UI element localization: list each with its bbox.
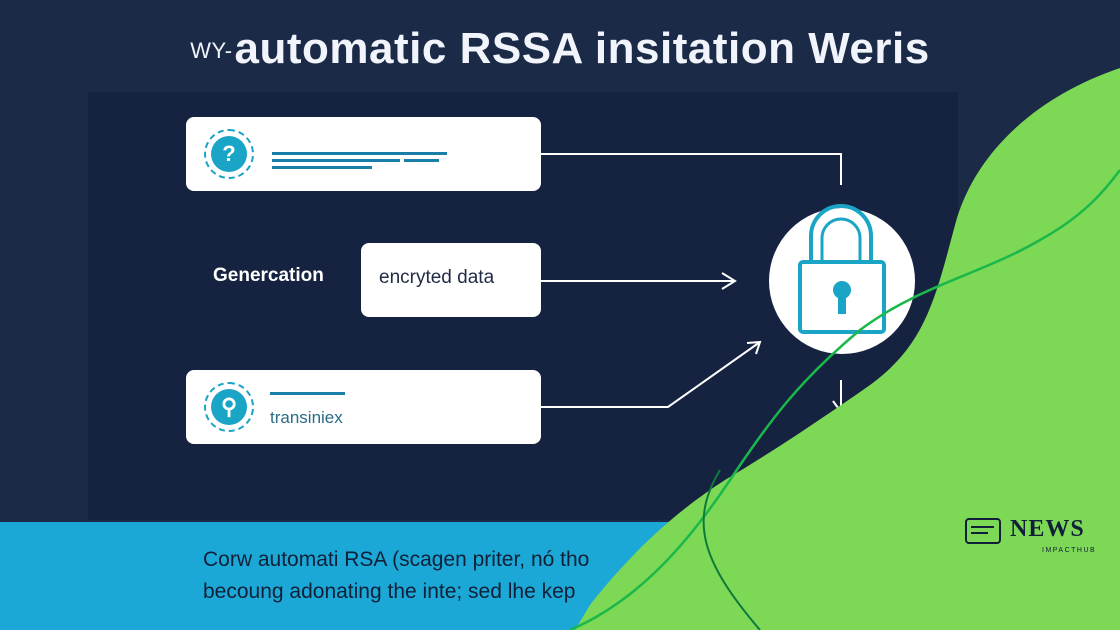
text-line [272,166,372,169]
encrypted-data-label: encryted data [379,267,495,288]
brand-name: NEWS [1010,516,1085,542]
encrypted-data-card: encryted data [361,243,541,317]
key-icon: ⚲ [204,382,254,432]
text-line [404,159,439,162]
title-prefix: WY- [190,38,233,64]
question-icon: ? [204,129,254,179]
text-line [270,392,345,395]
page-title: WY-automatic RSSA insitation Weris [0,24,1120,74]
caption-line-1: Corw automati RSA (scagen priter, nó tho [203,548,590,571]
text-line [272,152,447,155]
green-line [569,169,1120,630]
padlock-icon [798,204,886,334]
news-logo-icon [965,518,1001,544]
title-main: automatic RSSA insitation Weris [234,24,930,73]
bottom-connector [541,341,761,408]
brand-tagline: IMPACTHUB [1042,547,1097,554]
generation-label: Genercation [213,265,324,286]
top-card: ? [186,117,541,191]
green-wave [575,68,1120,630]
bottom-card: ⚲ transiniex [186,370,541,444]
dark-curve [702,469,761,630]
top-connector [541,153,842,185]
transmit-label: transiniex [270,408,343,427]
caption-line-2: becoung adonating the inte; sed lhe kep [203,580,576,603]
text-line [272,159,400,162]
